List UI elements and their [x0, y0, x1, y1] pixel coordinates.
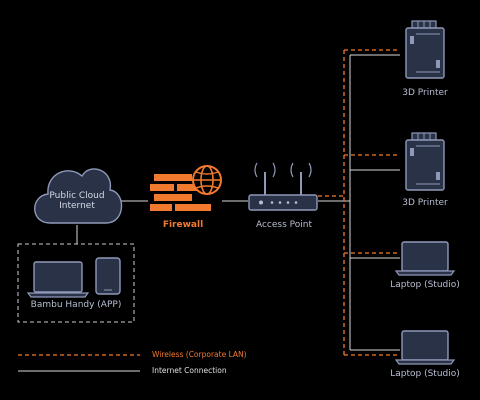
- cloud-icon: [34, 168, 123, 224]
- printer-1-label: 3D Printer: [402, 88, 448, 98]
- legend-internet-label: Internet Connection: [152, 366, 227, 375]
- app-group-box: [17, 243, 135, 323]
- laptop-2-label: Laptop (Studio): [390, 369, 460, 379]
- internet-connections: [76, 54, 400, 351]
- phone-icon: [95, 257, 121, 295]
- laptop-icon: [26, 261, 90, 298]
- firewall-icon: [150, 174, 211, 211]
- legend-wireless-label: Wireless (Corporate LAN): [152, 350, 247, 359]
- printer-2-label: 3D Printer: [402, 198, 448, 208]
- app-group-label: Bambu Handy (APP): [30, 300, 122, 310]
- laptop-2-icon: [394, 330, 456, 365]
- cloud-label: Public Cloud Internet: [49, 191, 104, 211]
- laptop-1-label: Laptop (Studio): [390, 280, 460, 290]
- cloud-label-line2: Internet: [59, 201, 95, 211]
- globe-icon: [192, 165, 222, 195]
- firewall-label: Firewall: [162, 220, 204, 230]
- laptop-1-icon: [394, 241, 456, 276]
- wireless-connections: [318, 49, 400, 356]
- cloud-label-line1: Public Cloud: [49, 191, 105, 201]
- printer-2-icon: [405, 132, 445, 191]
- access-point-icon: [248, 162, 318, 211]
- printer-1-icon: [405, 20, 445, 79]
- access-point-label: Access Point: [255, 220, 313, 230]
